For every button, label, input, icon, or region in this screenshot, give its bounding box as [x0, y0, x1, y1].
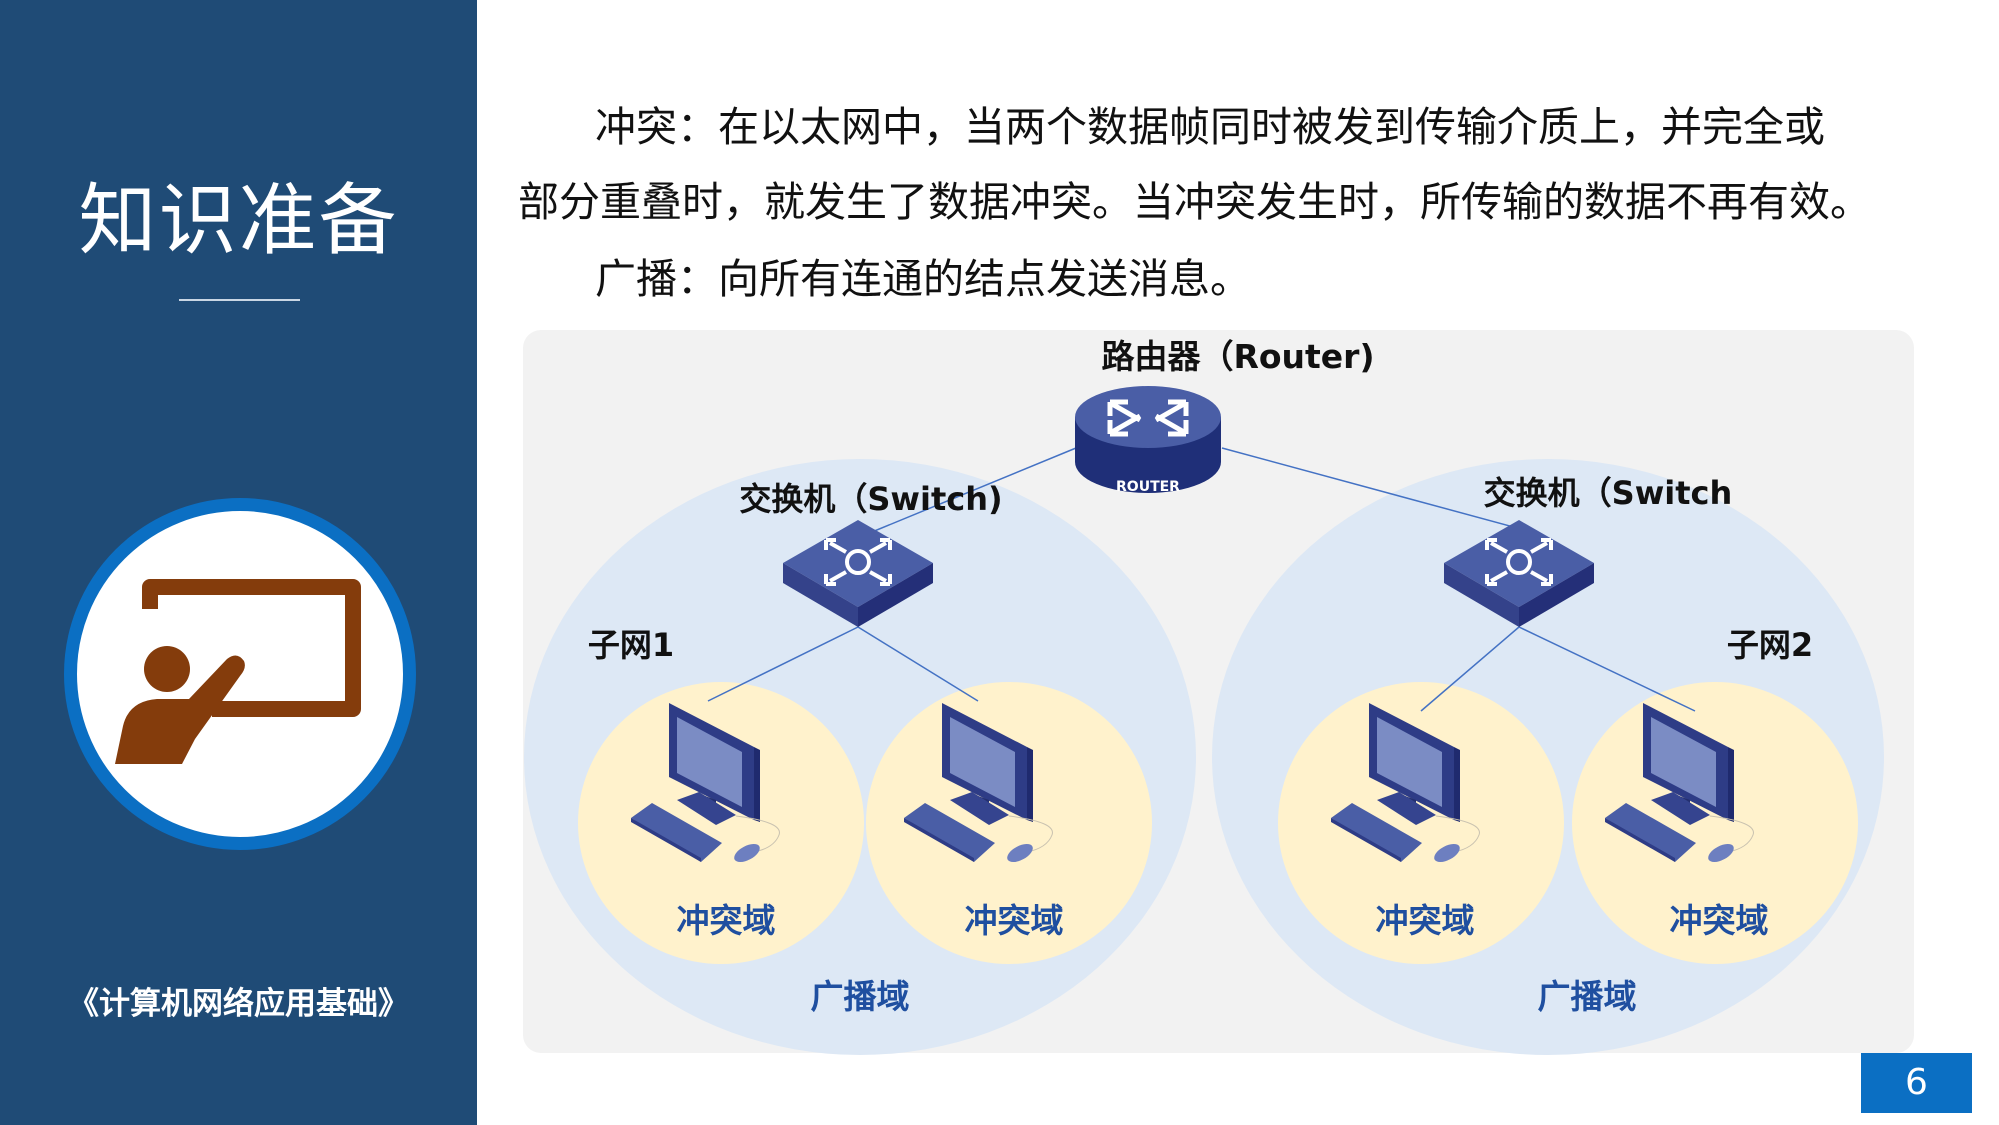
- collision-domain-3: [1278, 682, 1564, 964]
- subnet1-label: 子网1: [588, 626, 674, 664]
- page-number: 6: [1861, 1053, 1972, 1113]
- collision-definition-line2: 部分重叠时，就发生了数据冲突。当冲突发生时，所传输的数据不再有效。: [518, 178, 1871, 226]
- collision-domain-label: 冲突域: [677, 901, 776, 940]
- collision-domain-label: 冲突域: [965, 901, 1064, 940]
- network-links: [707, 447, 1696, 712]
- title-divider: [179, 299, 300, 301]
- book-title: 《计算机网络应用基础》: [68, 986, 409, 1022]
- router-badge: ROUTER: [1116, 479, 1180, 495]
- broadcast-domain-label: 广播域: [1538, 977, 1637, 1016]
- sidebar: 知识准备 《计算机网络应用基础》: [0, 0, 477, 1125]
- subnet2-label: 子网2: [1727, 626, 1813, 664]
- collision-domain-2: [866, 682, 1152, 964]
- switch-left-label: 交换机（Switch): [739, 480, 1002, 518]
- section-title: 知识准备: [78, 176, 399, 266]
- broadcast-domain-label: 广播域: [811, 977, 910, 1016]
- collision-domain-1: [578, 682, 864, 964]
- broadcast-definition: 广播：向所有连通的结点发送消息。: [595, 255, 1251, 303]
- router-label: 路由器（Router): [1101, 337, 1374, 376]
- collision-definition-line1: 冲突：在以太网中，当两个数据帧同时被发到传输介质上，并完全或: [595, 103, 1825, 151]
- switch-right-label: 交换机（Switch: [1484, 474, 1733, 512]
- collision-domain-label: 冲突域: [1670, 901, 1769, 940]
- collision-domain-label: 冲突域: [1376, 901, 1475, 940]
- router-icon: ROUTER: [1075, 386, 1221, 495]
